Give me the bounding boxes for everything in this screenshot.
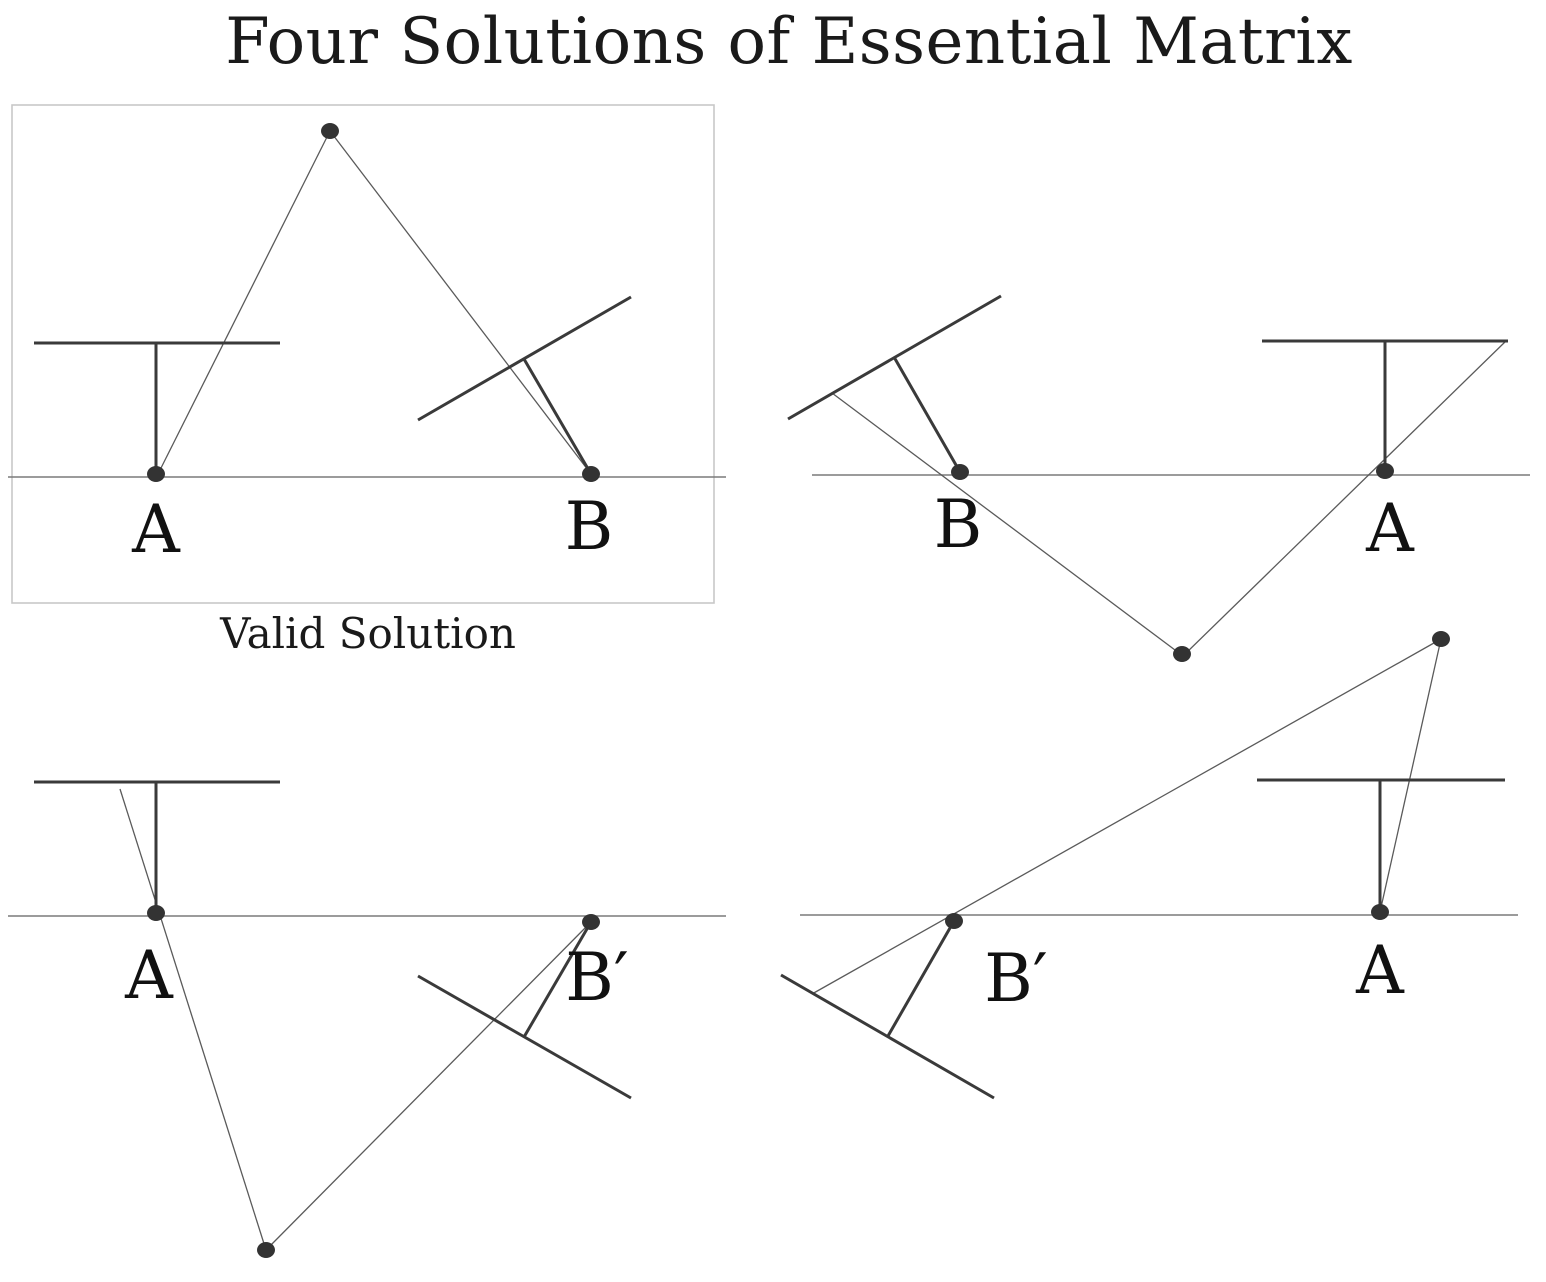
panel-top-right: B A: [787, 294, 1530, 662]
camera-a-center: [1371, 904, 1389, 920]
ray-a: [1182, 339, 1508, 657]
label-a: A: [1355, 932, 1405, 1009]
ray-b: [329, 130, 592, 475]
point-3d: [321, 123, 339, 139]
label-b-prime: B′: [565, 939, 629, 1016]
camera-a-center: [147, 905, 165, 921]
diagram-title: Four Solutions of Essential Matrix: [225, 5, 1353, 79]
label-b-prime: B′: [984, 940, 1048, 1017]
panel-bottom-left: A B′: [8, 780, 726, 1258]
label-b: B: [934, 486, 983, 563]
panel-bottom-right: B′ A: [780, 631, 1518, 1100]
panel-top-left: A B Valid Solution: [8, 104, 726, 658]
camera-a-center: [1376, 463, 1394, 479]
label-b: B: [565, 488, 614, 565]
valid-solution-caption: Valid Solution: [219, 609, 516, 658]
camera-b-prime-center: [582, 914, 600, 930]
camera-b-axis: [522, 358, 593, 475]
camera-b-prime-image-plane: [780, 973, 995, 1100]
valid-solution-frame: [11, 104, 715, 604]
camera-a-center: [147, 466, 165, 482]
ray-a: [157, 130, 331, 475]
point-3d: [1173, 646, 1191, 662]
ray-b: [265, 921, 592, 1251]
point-3d: [257, 1242, 275, 1258]
ray-a: [1379, 638, 1442, 913]
camera-b-center: [582, 466, 600, 482]
camera-b-center: [951, 464, 969, 480]
ray-a: [119, 788, 267, 1251]
ray-b: [831, 392, 1184, 657]
camera-b-prime-axis: [886, 920, 956, 1037]
camera-b-prime-center: [945, 913, 963, 929]
label-a: A: [124, 937, 174, 1014]
ray-b-prime: [811, 638, 1442, 995]
camera-b-prime-axis: [522, 921, 593, 1038]
camera-b-image-plane: [417, 295, 632, 422]
point-3d: [1432, 631, 1450, 647]
camera-b-axis: [892, 356, 962, 473]
label-a: A: [1365, 490, 1415, 567]
label-a: A: [131, 491, 181, 568]
